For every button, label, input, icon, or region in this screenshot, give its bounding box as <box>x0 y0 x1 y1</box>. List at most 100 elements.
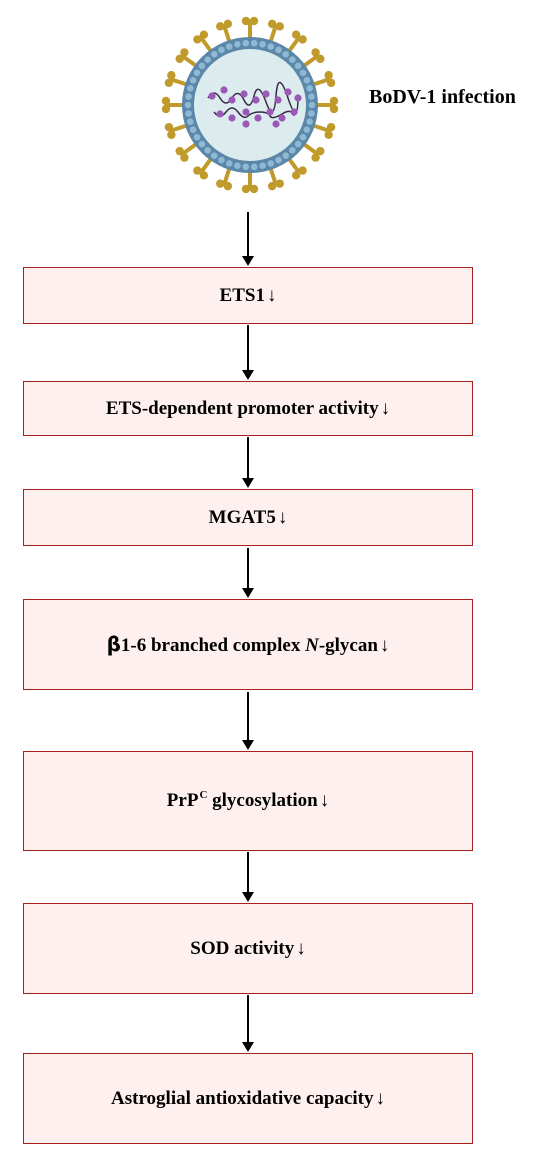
nucleoprotein-dot <box>290 108 298 116</box>
nucleoprotein-dot <box>242 108 250 116</box>
step-ets1: ETS1 ↓ <box>23 267 473 324</box>
spike-knob <box>193 35 202 44</box>
spike-stalk <box>312 123 331 133</box>
envelope-bead <box>186 84 194 92</box>
envelope-bead <box>189 76 197 84</box>
envelope-bead <box>204 56 211 63</box>
down-arrow-icon: ↓ <box>296 937 306 959</box>
spike-knob <box>326 78 336 88</box>
nucleoprotein-dot <box>216 110 224 118</box>
spike-stalk <box>222 24 232 43</box>
arrowhead-2 <box>242 370 254 380</box>
envelope-beads <box>184 39 316 171</box>
envelope-bead <box>242 39 250 47</box>
envelope-bead <box>242 163 250 171</box>
down-arrow-icon: ↓ <box>380 397 391 419</box>
spike-knob <box>324 130 333 139</box>
envelope-bead <box>294 62 302 70</box>
virus-illustration <box>161 16 339 194</box>
spike-knob <box>311 153 320 162</box>
arrowhead-1 <box>242 256 254 266</box>
spike-stalk <box>268 24 278 43</box>
step-mgat5-text: MGAT5 <box>208 506 276 528</box>
step-sod-text: SOD activity <box>190 937 295 959</box>
envelope-bead <box>282 152 290 159</box>
envelope-bead <box>282 51 290 58</box>
spike-stalk <box>169 123 188 133</box>
spike-stalk <box>287 35 301 53</box>
nucleoprotein-dot <box>240 90 248 98</box>
arrowhead-5 <box>242 740 254 750</box>
spike-stalk <box>302 142 320 156</box>
envelope-bead <box>267 160 275 167</box>
spike-knob <box>161 104 171 114</box>
nucleoprotein-dot <box>284 88 292 96</box>
envelope-bead <box>204 147 211 154</box>
spike-stalk <box>180 54 198 68</box>
spike-knob <box>193 166 202 175</box>
envelope-bead <box>308 101 316 109</box>
nucleoprotein-dot <box>254 114 262 122</box>
spike-stalk <box>312 77 331 87</box>
envelope-bead <box>289 147 296 154</box>
spike-knob <box>167 130 176 139</box>
spike-knob <box>175 146 184 156</box>
spike-knob <box>161 96 171 106</box>
nucleoprotein-dot <box>252 96 260 104</box>
envelope-bead <box>299 133 307 141</box>
step-n-glycan-text-b: -glycan <box>318 635 378 656</box>
spike-stalk <box>268 167 278 186</box>
down-arrow-icon: ↓ <box>277 506 288 528</box>
envelope-bead <box>308 110 315 117</box>
spike-knob <box>223 181 233 191</box>
nucleoprotein-dots <box>208 86 302 128</box>
envelope-bead <box>189 126 197 134</box>
envelope-bead <box>210 152 218 159</box>
spike-knob <box>329 96 339 106</box>
envelope-bead <box>193 69 201 77</box>
envelope-bead <box>259 40 266 48</box>
arrowhead-3 <box>242 478 254 488</box>
envelope-bead <box>303 76 311 84</box>
envelope-bead <box>210 51 218 58</box>
arrowhead-6 <box>242 892 254 902</box>
nucleoprotein-dot <box>228 114 236 122</box>
spike-knob <box>311 48 320 57</box>
beta-symbol: β <box>106 632 121 656</box>
spike-knob <box>267 19 277 29</box>
spike-knob <box>326 122 336 132</box>
nucleoprotein-dot <box>228 96 236 104</box>
spike-knob <box>175 54 184 64</box>
spike-knob <box>249 184 259 194</box>
down-arrow-icon: ↓ <box>379 635 390 656</box>
envelope-bead <box>218 156 225 164</box>
spike-knob <box>241 16 251 26</box>
spike-stalk <box>180 142 198 156</box>
envelope-bead <box>306 118 314 126</box>
virus-label: BoDV-1 infection <box>369 86 516 108</box>
spike-stalk <box>199 35 213 53</box>
step-prpc-sup: C <box>199 789 208 801</box>
spike-knob <box>329 104 339 114</box>
arrowhead-4 <box>242 588 254 598</box>
step-prpc-text-b: glycosylation <box>207 790 318 811</box>
spike-knob <box>316 146 325 156</box>
spike-knob <box>180 48 189 57</box>
down-arrow-icon: ↓ <box>319 790 330 811</box>
step-ets-promoter: ETS-dependent promoter activity↓ <box>23 381 473 436</box>
envelope-bead <box>186 118 194 126</box>
nucleoprotein-dot <box>272 120 280 128</box>
spike-knob <box>298 166 307 175</box>
envelope-bead <box>198 62 206 70</box>
nucleoprotein-dot <box>208 92 216 100</box>
envelope-bead <box>294 140 302 148</box>
spike-knob <box>167 71 176 80</box>
envelope-bead <box>185 110 192 117</box>
envelope-bead <box>225 43 233 50</box>
step-ets1-text: ETS1 <box>219 284 265 306</box>
envelope-bead <box>259 162 266 170</box>
spike-stalk <box>302 54 320 68</box>
step-astroglial-text: Astroglial antioxidative capacity <box>111 1087 374 1109</box>
spike-stalk <box>287 157 301 175</box>
